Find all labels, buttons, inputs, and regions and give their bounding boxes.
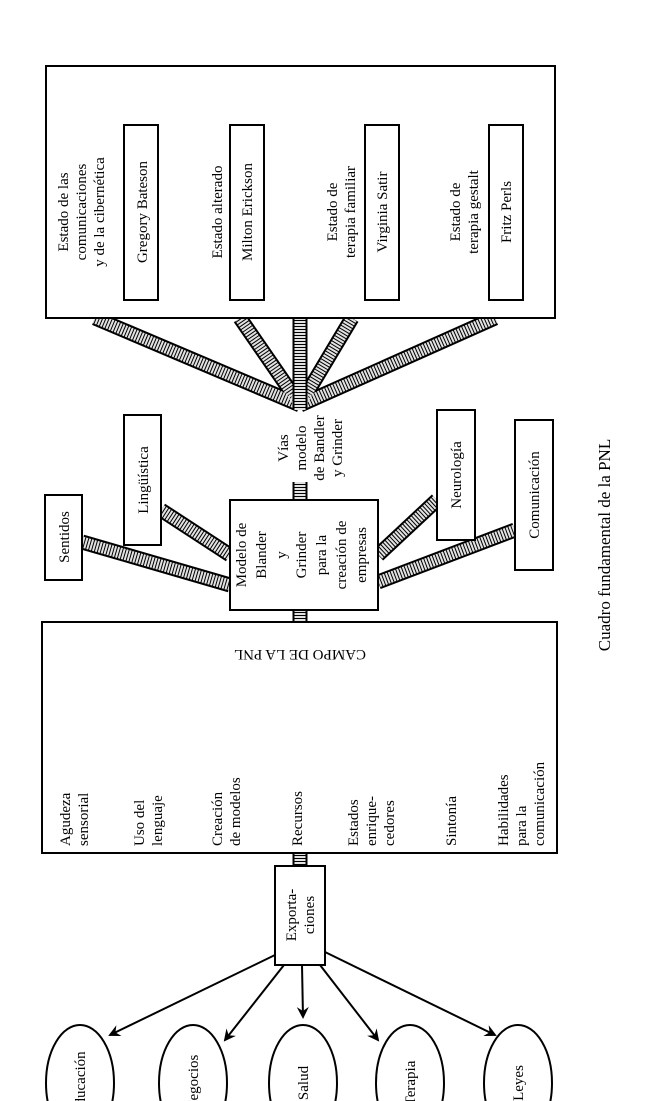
field-label: Educación (73, 1051, 89, 1101)
arrow (108, 954, 276, 1037)
field-salud: Salud (268, 1024, 338, 1101)
person-name: Gregory Bateson (135, 160, 151, 263)
person-name: Virginia Satir (375, 172, 391, 253)
diagram-caption: Cuadro fundamental de la PNL (595, 439, 614, 651)
campo-title: CAMPO DE LA PNL (234, 646, 366, 662)
field-label: Leyes (511, 1065, 527, 1101)
field-terapia: Terapia (375, 1024, 445, 1101)
state-label: Estado alterado (210, 166, 226, 259)
input-linguistica: Lingüística (123, 414, 162, 546)
field-ellipse (45, 1024, 115, 1101)
input-neurologia: Neurología (436, 409, 476, 541)
field-negocios: Negocios (158, 1024, 228, 1101)
input-sentidos: Sentidos (44, 494, 83, 581)
field-label: Salud (296, 1065, 312, 1100)
fan-connectors (92, 311, 499, 412)
input-connectors (79, 494, 518, 593)
field-leyes: Leyes (483, 1024, 553, 1101)
exports-box: Exporta-ciones (274, 865, 326, 966)
field-ellipse (375, 1024, 445, 1101)
campo-item: Recursos (290, 791, 306, 846)
field-ellipse (158, 1024, 228, 1101)
person-name: Fritz Perls (499, 181, 515, 243)
input-comunicacion: Comunicación (514, 419, 554, 571)
field-educación: Educación (45, 1024, 115, 1101)
campo-item: Sintonía (444, 796, 460, 846)
arrow (319, 964, 380, 1042)
input-label: Comunicación (527, 451, 543, 539)
field-ellipse (268, 1024, 338, 1101)
arrow (296, 964, 309, 1019)
exports-label: Exporta-ciones (284, 889, 318, 941)
arrow (324, 951, 497, 1037)
input-label: Sentidos (57, 511, 73, 563)
field-ellipse (483, 1024, 553, 1101)
field-label: Terapia (403, 1060, 419, 1101)
input-label: Neurología (449, 441, 465, 509)
input-label: Lingüística (136, 446, 152, 514)
field-label: Negocios (186, 1055, 202, 1101)
arrow (223, 964, 285, 1042)
state-erickson: Estado alterado Milton Erickson (210, 124, 265, 301)
person-name: Milton Erickson (240, 163, 256, 261)
export-arrows (108, 951, 497, 1042)
